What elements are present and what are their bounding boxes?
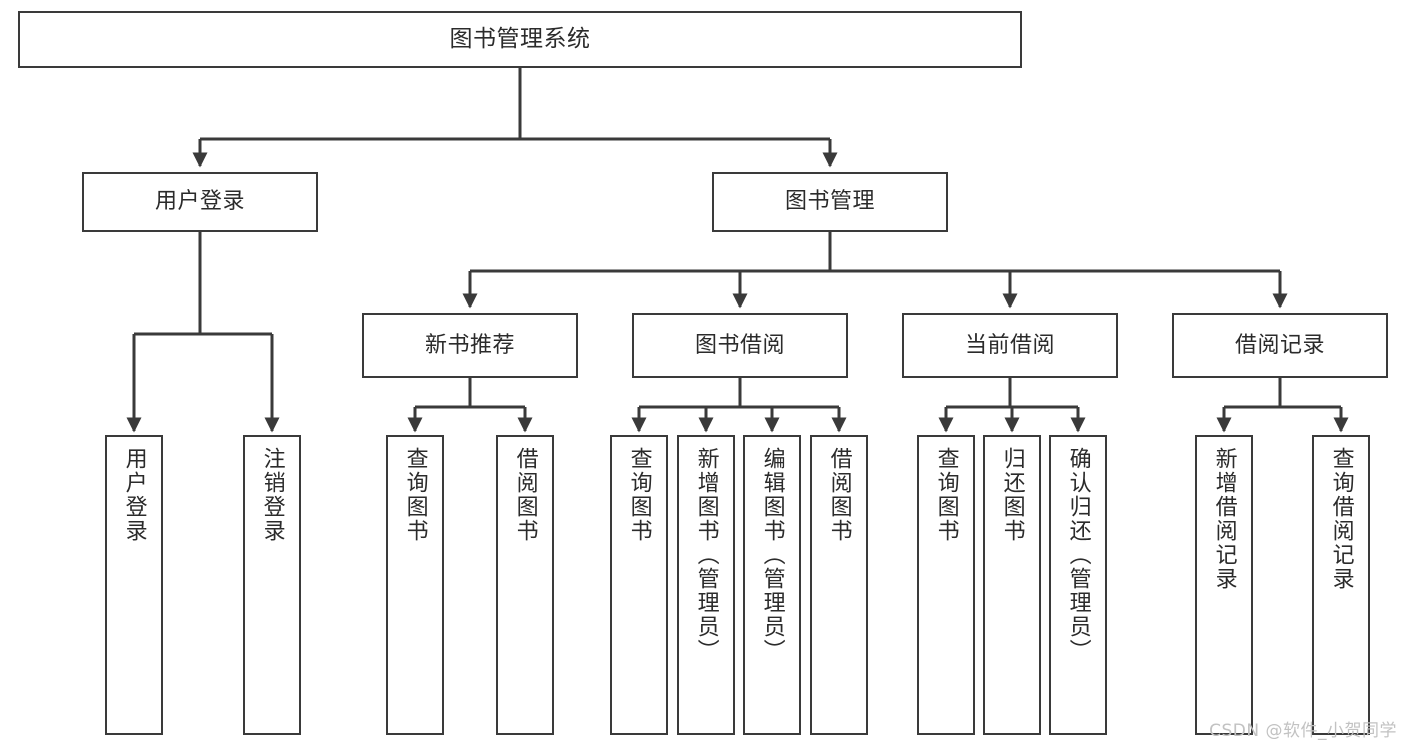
node-leaf-return-book-label: 归还图书 bbox=[999, 447, 1025, 543]
node-borrow-record-label: 借阅记录 bbox=[1234, 332, 1325, 358]
node-leaf-logout-login-label: 注销登录 bbox=[259, 447, 285, 543]
node-leaf-borrow-book-1[interactable]: 借阅图书 bbox=[496, 435, 554, 735]
node-leaf-borrow-book-2-label: 借阅图书 bbox=[826, 447, 852, 543]
node-leaf-user-login-label: 用户登录 bbox=[121, 447, 147, 543]
node-leaf-confirm-return[interactable]: 确认归还（管理员） bbox=[1049, 435, 1107, 735]
node-leaf-query-book-1-label: 查询图书 bbox=[402, 447, 428, 543]
node-leaf-add-record[interactable]: 新增借阅记录 bbox=[1195, 435, 1253, 735]
node-root-label: 图书管理系统 bbox=[449, 25, 591, 52]
node-book-borrow[interactable]: 图书借阅 bbox=[632, 313, 848, 378]
node-leaf-borrow-book-2[interactable]: 借阅图书 bbox=[810, 435, 868, 735]
node-root[interactable]: 图书管理系统 bbox=[18, 11, 1022, 68]
node-book-manage[interactable]: 图书管理 bbox=[712, 172, 948, 232]
node-book-manage-label: 图书管理 bbox=[784, 189, 875, 215]
node-leaf-borrow-book-1-label: 借阅图书 bbox=[512, 447, 538, 543]
node-leaf-query-book-3-label: 查询图书 bbox=[933, 447, 959, 543]
node-leaf-add-record-label: 新增借阅记录 bbox=[1211, 447, 1237, 591]
node-book-borrow-label: 图书借阅 bbox=[694, 332, 785, 358]
node-leaf-query-record-label: 查询借阅记录 bbox=[1328, 447, 1354, 591]
node-current-borrow[interactable]: 当前借阅 bbox=[902, 313, 1118, 378]
node-new-book-recommend[interactable]: 新书推荐 bbox=[362, 313, 578, 378]
node-leaf-query-book-1[interactable]: 查询图书 bbox=[386, 435, 444, 735]
node-leaf-query-record[interactable]: 查询借阅记录 bbox=[1312, 435, 1370, 735]
node-borrow-record[interactable]: 借阅记录 bbox=[1172, 313, 1388, 378]
node-leaf-add-book[interactable]: 新增图书（管理员） bbox=[677, 435, 735, 735]
node-leaf-logout-login[interactable]: 注销登录 bbox=[243, 435, 301, 735]
node-leaf-query-book-2[interactable]: 查询图书 bbox=[610, 435, 668, 735]
node-leaf-return-book[interactable]: 归还图书 bbox=[983, 435, 1041, 735]
node-leaf-confirm-return-label: 确认归还（管理员） bbox=[1065, 447, 1091, 663]
node-user-login-label: 用户登录 bbox=[154, 189, 245, 215]
node-leaf-query-book-3[interactable]: 查询图书 bbox=[917, 435, 975, 735]
node-leaf-query-book-2-label: 查询图书 bbox=[626, 447, 652, 543]
node-user-login[interactable]: 用户登录 bbox=[82, 172, 318, 232]
node-leaf-add-book-label: 新增图书（管理员） bbox=[693, 447, 719, 663]
node-leaf-edit-book-label: 编辑图书（管理员） bbox=[759, 447, 785, 663]
csdn-watermark: CSDN @软件_小贺同学 bbox=[1209, 721, 1397, 741]
node-leaf-user-login[interactable]: 用户登录 bbox=[105, 435, 163, 735]
node-leaf-edit-book[interactable]: 编辑图书（管理员） bbox=[743, 435, 801, 735]
node-new-book-recommend-label: 新书推荐 bbox=[424, 332, 515, 358]
node-current-borrow-label: 当前借阅 bbox=[964, 332, 1055, 358]
